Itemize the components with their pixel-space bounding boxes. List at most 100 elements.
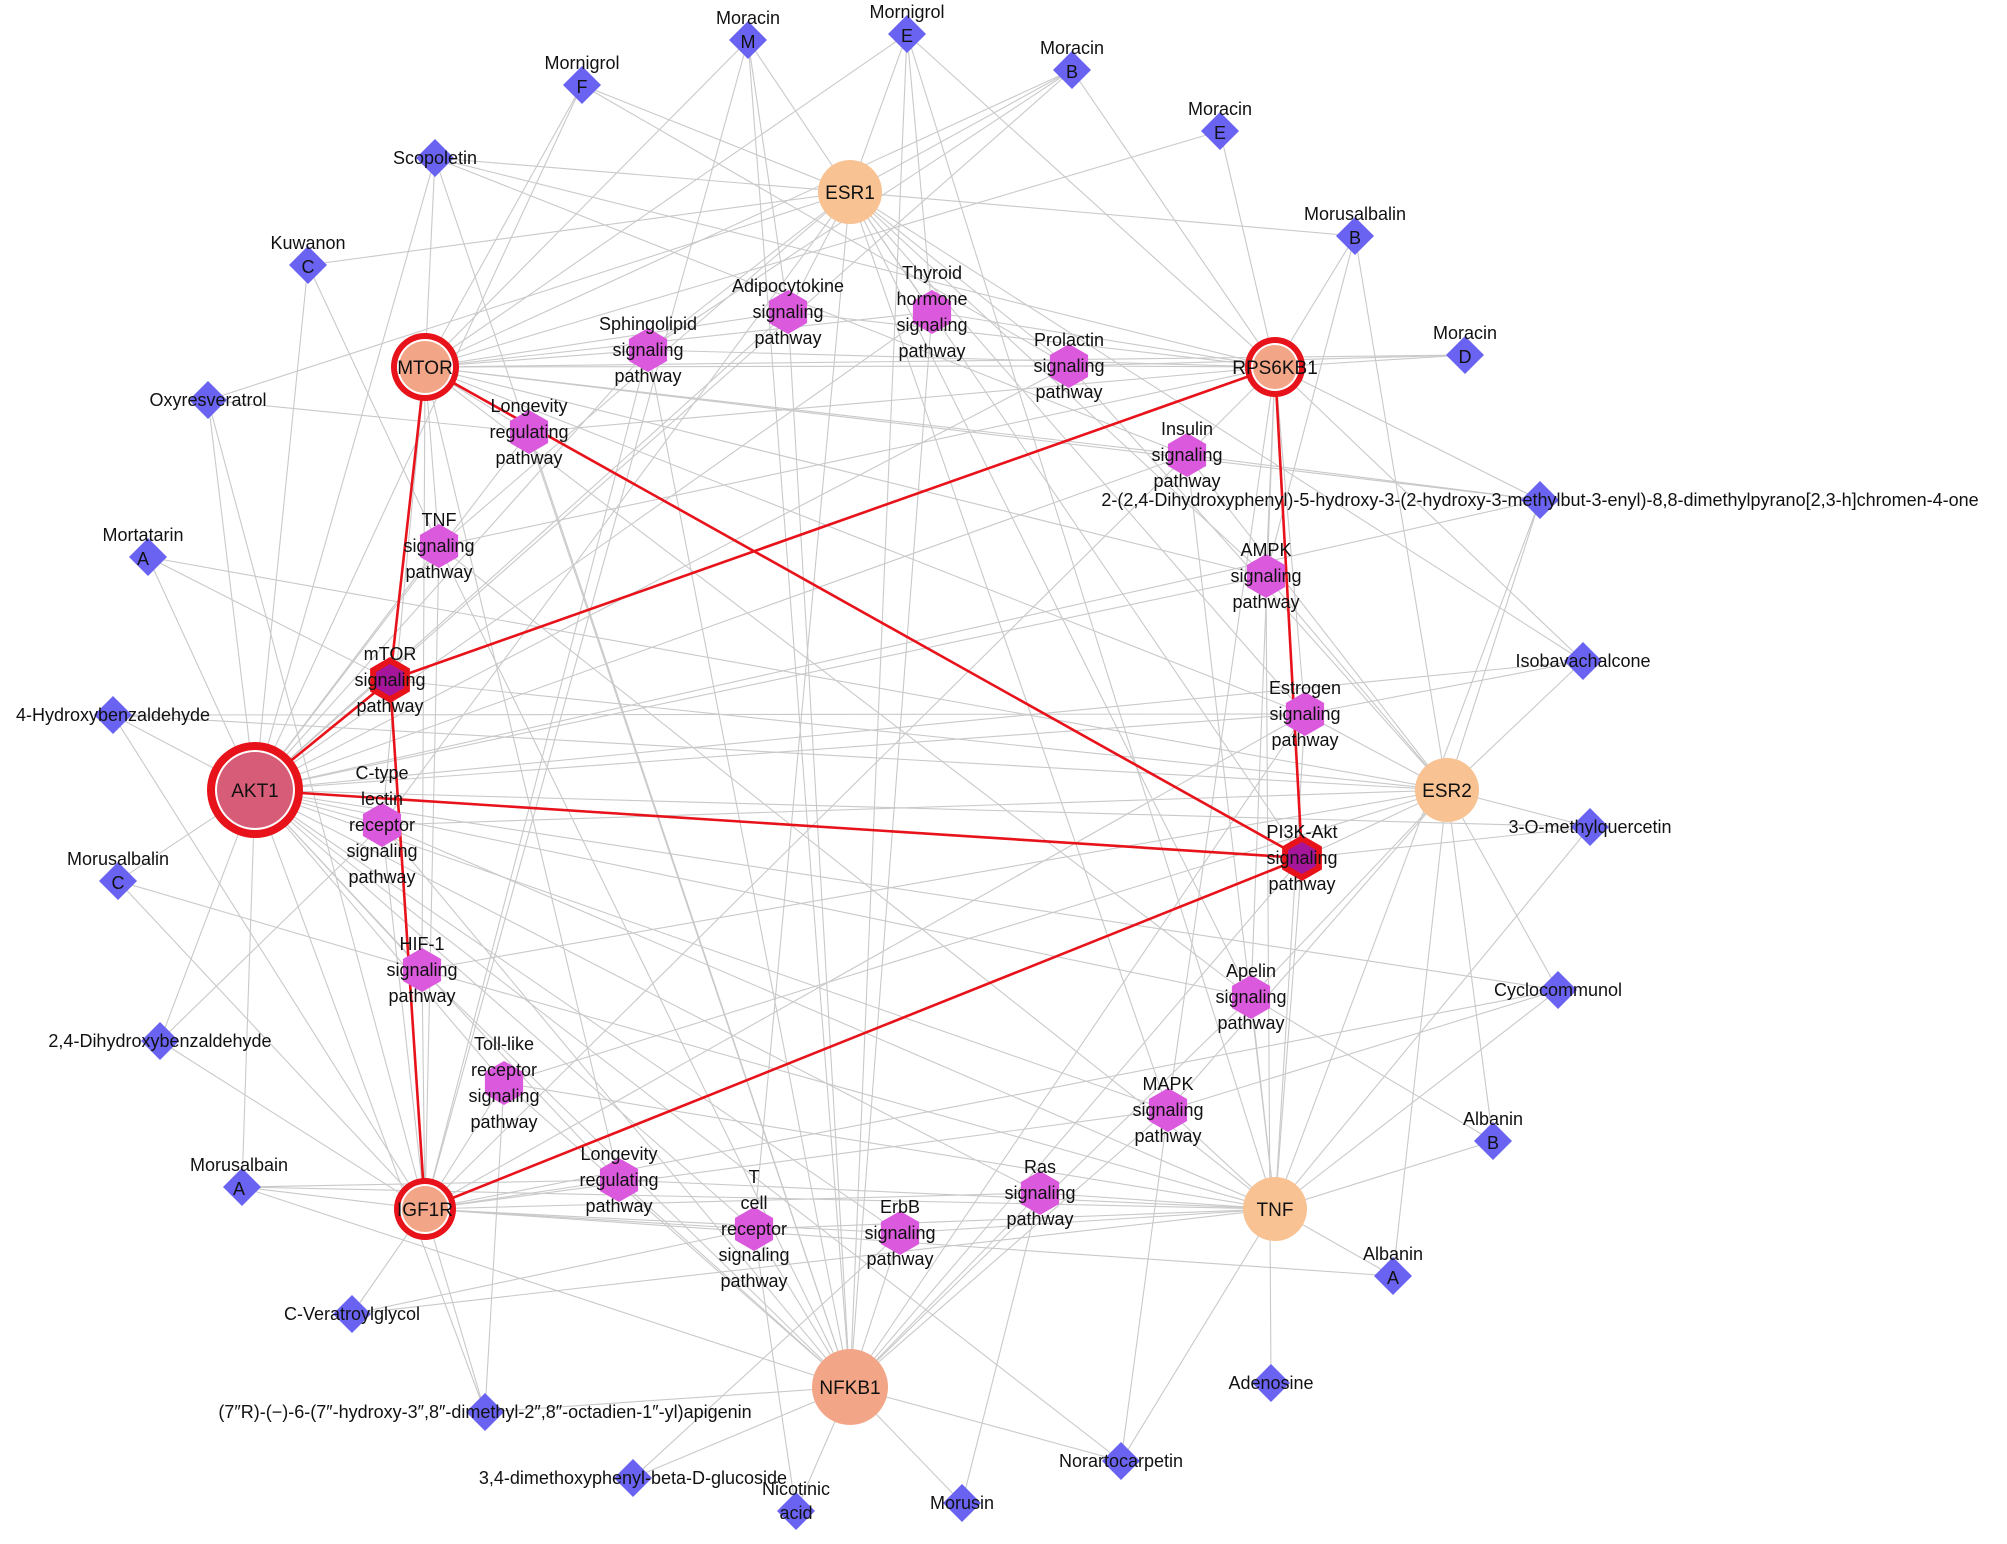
edge (254, 789, 1122, 1462)
pathway-label: signaling (864, 1223, 935, 1243)
edge (351, 1228, 755, 1315)
edge (438, 545, 851, 1388)
edge (241, 1186, 851, 1388)
pathway-node (1285, 692, 1325, 736)
edge (254, 789, 1559, 991)
hub-edge (424, 365, 1303, 860)
pathway-label: pathway (1153, 471, 1220, 491)
edge (618, 1179, 1276, 1210)
edge (1274, 366, 1584, 662)
target-label: IGF1R (397, 1200, 453, 1221)
compound-node (1201, 112, 1239, 150)
target-label: RPS6KB1 (1232, 358, 1318, 379)
pathway-label: Sphingolipid (599, 314, 697, 334)
pathway-label: pathway (1268, 874, 1335, 894)
compound-label: Nicotinic (762, 1479, 830, 1499)
compound-label: Isobavachalcone (1515, 651, 1650, 671)
edge (254, 789, 486, 1413)
compound-label: C (112, 873, 125, 893)
pathway-label: signaling (346, 841, 417, 861)
compound-label: F (577, 77, 588, 97)
pathway-label: Estrogen (1269, 678, 1341, 698)
edge (787, 311, 851, 1388)
edge (254, 789, 505, 1084)
edge (906, 33, 933, 313)
compound-node (777, 1492, 815, 1530)
pathway-node (1231, 975, 1271, 1019)
edge (207, 399, 426, 1210)
edge (787, 311, 1276, 368)
edge (1265, 235, 1356, 577)
edge (424, 39, 749, 1210)
edge (849, 69, 1073, 193)
target-node (399, 341, 451, 393)
pathway-label: Toll-like (474, 1034, 534, 1054)
pathway-label: signaling (1132, 1100, 1203, 1120)
edge (849, 857, 1303, 1388)
pathway-label: C-type (355, 763, 408, 783)
hub-edge (254, 788, 1303, 860)
edge (424, 349, 649, 1210)
compound-node (99, 862, 137, 900)
hub-edge (1273, 366, 1304, 859)
edge (647, 349, 851, 1388)
edge (389, 679, 1448, 791)
pathway-label: signaling (354, 670, 425, 690)
edge (147, 556, 391, 681)
edge (254, 365, 1070, 791)
edge (849, 311, 933, 1388)
edge (424, 69, 1073, 368)
edge (753, 1228, 797, 1512)
compound-node (1474, 1122, 1512, 1160)
compound-node (466, 1393, 504, 1431)
edge (112, 714, 426, 1210)
edge (421, 969, 426, 1210)
pathway-node (1049, 344, 1089, 388)
edge (581, 84, 851, 193)
edge (1304, 660, 1584, 715)
compound-node (223, 1168, 261, 1206)
edge (1039, 1192, 1276, 1210)
edge (849, 1192, 1041, 1388)
edge (434, 157, 1188, 456)
pathway-label: cell (740, 1193, 767, 1213)
edge (424, 1109, 1169, 1210)
pathway-node (880, 1211, 920, 1255)
edge (849, 713, 1306, 1388)
edge (1274, 713, 1306, 1210)
edge (424, 1192, 1041, 1210)
pathway-label: signaling (1269, 704, 1340, 724)
edge (424, 366, 620, 1181)
pathway-label: signaling (386, 960, 457, 980)
pathway-label: receptor (721, 1219, 787, 1239)
edge (1265, 575, 1448, 791)
edge (484, 1082, 505, 1413)
pathway-label: pathway (1271, 730, 1338, 750)
edge (381, 824, 426, 1210)
pathway-label: pathway (1006, 1209, 1073, 1229)
target-label: TNF (1257, 1200, 1294, 1221)
pathway-label: signaling (1151, 445, 1222, 465)
compound-label: Moracin (716, 8, 780, 28)
compound-label: Mornigrol (869, 2, 944, 22)
edge (1274, 857, 1303, 1210)
edge (849, 191, 1169, 1111)
edge-layer (112, 33, 1591, 1512)
edge (1186, 454, 1448, 791)
pathway-label: pathway (405, 562, 472, 582)
pathway-label: Longevity (490, 396, 567, 416)
edge (424, 366, 1306, 715)
compound-node (94, 696, 132, 734)
compound-label: B (1349, 228, 1361, 248)
pathway-label: regulating (579, 1170, 658, 1190)
pathway-hub-node (376, 664, 404, 696)
pathway-label: pathway (356, 696, 423, 716)
pathway-label: pathway (754, 328, 821, 348)
pathway-node (768, 290, 808, 334)
edge (254, 660, 1584, 791)
pathway-label: pathway (1232, 592, 1299, 612)
pathway-label: Adipocytokine (732, 276, 844, 296)
edge (112, 714, 1448, 791)
compound-label: Morusalbain (190, 1155, 288, 1175)
edge (424, 349, 649, 368)
